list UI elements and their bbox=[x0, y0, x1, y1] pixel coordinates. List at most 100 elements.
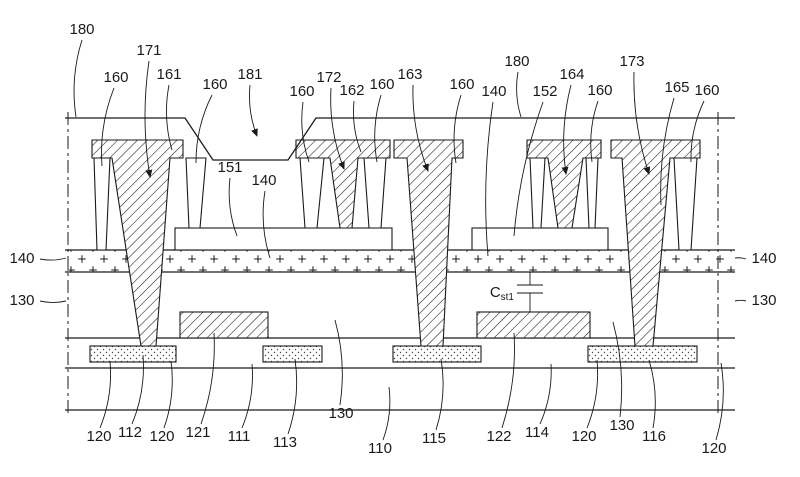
ledge-152 bbox=[471, 227, 609, 251]
leader-line-165-18 bbox=[660, 97, 675, 206]
leader-line-164-15 bbox=[561, 84, 572, 175]
leader-line-180-0 bbox=[73, 39, 83, 118]
ref-label-120-40: 120 bbox=[701, 440, 726, 457]
leader-line-122-35 bbox=[501, 332, 515, 429]
capacitor-cst1: Cst1 bbox=[490, 272, 543, 312]
leader-line-120-28 bbox=[163, 360, 173, 429]
leader-line-160-2 bbox=[101, 87, 115, 167]
ref-label-160-16: 160 bbox=[587, 82, 612, 99]
ref-label-162-8: 162 bbox=[339, 82, 364, 99]
leader-line-163-10 bbox=[412, 84, 429, 172]
leader-line-161-3 bbox=[166, 84, 173, 151]
ref-label-160-9: 160 bbox=[369, 76, 394, 93]
ref-label-115-34: 115 bbox=[422, 430, 446, 447]
ref-label-122-35: 122 bbox=[486, 428, 511, 445]
gate-electrode-121 bbox=[179, 311, 269, 339]
leader-line-120-40 bbox=[715, 362, 724, 441]
ref-label-160-2: 160 bbox=[103, 69, 128, 86]
leader-line-115-34 bbox=[435, 358, 444, 431]
leader-line-140-22 bbox=[39, 257, 67, 261]
layer-140-band bbox=[65, 250, 735, 272]
support-160-d bbox=[363, 157, 387, 229]
semiconductor-strip-1 bbox=[89, 345, 177, 363]
ref-label-113-31: 113 bbox=[273, 434, 297, 451]
electrode-173 bbox=[610, 139, 701, 347]
support-160-g bbox=[673, 157, 698, 251]
ref-label-121-29: 121 bbox=[185, 424, 210, 441]
leader-line-181-5 bbox=[249, 84, 258, 137]
ref-label-116-39: 116 bbox=[642, 428, 666, 445]
ref-label-161-3: 161 bbox=[156, 66, 181, 83]
leader-line-130-23 bbox=[39, 300, 67, 304]
layer-stack bbox=[65, 227, 735, 411]
ref-label-140-24: 140 bbox=[751, 250, 776, 267]
ref-label-110-33: 110 bbox=[368, 440, 392, 457]
ref-label-160-11: 160 bbox=[449, 76, 474, 93]
ref-label-180-13: 180 bbox=[504, 53, 529, 70]
leader-line-130-38 bbox=[612, 321, 623, 418]
ref-label-165-18: 165 bbox=[664, 79, 689, 96]
ref-label-111-30: 111 bbox=[228, 428, 251, 445]
semiconductor-strip-2 bbox=[262, 345, 323, 363]
ref-label-151-20: 151 bbox=[217, 159, 242, 176]
electrode-163 bbox=[393, 139, 464, 347]
support-160-c bbox=[299, 157, 325, 229]
leader-line-160-16 bbox=[590, 100, 599, 163]
ref-label-140-21: 140 bbox=[251, 172, 276, 189]
ref-label-172-7: 172 bbox=[316, 69, 341, 86]
semiconductor-strip-3 bbox=[392, 345, 482, 363]
capacitor-label-sub: st1 bbox=[501, 292, 515, 303]
leader-line-160-9 bbox=[374, 94, 382, 163]
ref-label-140-12: 140 bbox=[481, 83, 506, 100]
leader-line-113-31 bbox=[287, 358, 298, 435]
leader-line-160-6 bbox=[301, 101, 310, 163]
leader-line-116-39 bbox=[648, 359, 656, 429]
ref-label-130-23: 130 bbox=[9, 292, 34, 309]
leader-line-140-24 bbox=[734, 257, 747, 260]
ref-label-164-15: 164 bbox=[559, 66, 584, 83]
leader-line-140-21 bbox=[262, 190, 271, 259]
ref-label-152-14: 152 bbox=[532, 83, 557, 100]
leader-line-151-20 bbox=[228, 177, 238, 237]
ref-label-120-37: 120 bbox=[571, 428, 596, 445]
electrodes bbox=[91, 139, 701, 347]
leader-line-160-19 bbox=[690, 100, 705, 163]
top-outline-180 bbox=[65, 117, 735, 161]
ref-label-160-19: 160 bbox=[694, 82, 719, 99]
ref-label-173-17: 173 bbox=[619, 53, 644, 70]
leader-line-130-32 bbox=[334, 319, 343, 406]
semiconductor-strip-4 bbox=[587, 345, 698, 363]
leader-line-140-12 bbox=[485, 101, 494, 257]
ref-label-114-36: 114 bbox=[525, 424, 549, 441]
capacitor-label: Cst1 bbox=[490, 284, 515, 303]
leader-line-160-11 bbox=[453, 94, 462, 164]
leader-line-171-1 bbox=[144, 60, 153, 178]
ref-label-181-5: 181 bbox=[237, 66, 262, 83]
capacitor-symbol bbox=[517, 272, 543, 312]
ref-label-163-10: 163 bbox=[397, 66, 422, 83]
ref-label-130-32: 130 bbox=[328, 405, 353, 422]
ref-label-120-26: 120 bbox=[86, 428, 111, 445]
ref-label-160-4: 160 bbox=[202, 76, 227, 93]
support-160-f bbox=[585, 157, 599, 229]
ref-label-130-25: 130 bbox=[751, 292, 776, 309]
support-160-b bbox=[185, 157, 207, 229]
leader-line-112-27 bbox=[131, 354, 144, 425]
ref-label-160-6: 160 bbox=[289, 83, 314, 100]
leader-line-162-8 bbox=[353, 100, 362, 153]
ref-label-112-27: 112 bbox=[118, 424, 142, 441]
leader-line-121-29 bbox=[200, 332, 215, 425]
leader-line-110-33 bbox=[382, 386, 391, 441]
leader-line-114-36 bbox=[539, 363, 552, 425]
leader-line-173-17 bbox=[633, 71, 651, 175]
leader-line-160-4 bbox=[195, 94, 213, 164]
support-160-a bbox=[93, 157, 111, 251]
ref-label-130-38: 130 bbox=[609, 417, 634, 434]
ledge-151 bbox=[174, 227, 393, 251]
leader-line-180-13 bbox=[516, 71, 522, 118]
leader-line-130-25 bbox=[734, 299, 747, 302]
ref-label-140-22: 140 bbox=[9, 250, 34, 267]
